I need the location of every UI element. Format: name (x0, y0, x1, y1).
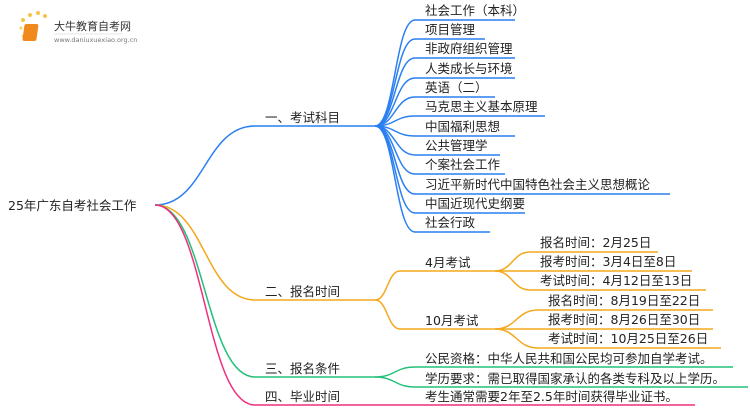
leaf-date[interactable]: 报名时间：2月25日 (540, 235, 651, 250)
leaf-graduation[interactable]: 考生通常需要2年至2.5年时间获得毕业证书。 (425, 389, 678, 404)
branch-label[interactable]: 四、毕业时间 (265, 389, 340, 404)
leaf-subject[interactable]: 项目管理 (425, 22, 476, 37)
root-topic[interactable]: 25年广东自考社会工作 (8, 198, 137, 213)
leaf-subject[interactable]: 人类成长与环境 (425, 61, 513, 76)
leaf-subject[interactable]: 个案社会工作 (425, 157, 501, 172)
branch-line (154, 204, 375, 406)
leaf-subject[interactable]: 马克思主义基本原理 (425, 99, 538, 114)
logo: 大牛教育自考网 www.daniuxuexiao.org.cn (19, 11, 137, 44)
group-label[interactable]: 10月考试 (425, 313, 479, 328)
leaf-condition[interactable]: 公民资格：中华人民共和国公民均可参加自学考试。 (425, 351, 713, 366)
branch-line (154, 125, 375, 206)
leaf-line (374, 376, 748, 388)
leaf-subject[interactable]: 社会工作（本科） (425, 3, 525, 18)
leaf-condition[interactable]: 学历要求：需已取得国家承认的各类专科及以上学历。 (425, 371, 725, 386)
leaf-subject[interactable]: 习近平新时代中国特色社会主义思想概论 (425, 177, 651, 192)
leaf-subject[interactable]: 中国福利思想 (425, 119, 500, 134)
branch-line (154, 204, 375, 378)
leaf-subject[interactable]: 非政府组织管理 (425, 41, 513, 56)
branch-label[interactable]: 三、报名条件 (265, 361, 340, 376)
branch-label[interactable]: 一、考试科目 (265, 110, 340, 125)
leaf-line (494, 328, 721, 349)
leaf-date[interactable]: 考试时间：4月12日至13日 (540, 273, 692, 288)
leaf-date[interactable]: 考试时间：10月25日至26日 (548, 331, 708, 346)
leaf-date[interactable]: 报考时间：3月4日至8日 (540, 254, 676, 269)
book-icon (22, 24, 39, 41)
logo-url: www.daniuxuexiao.org.cn (54, 36, 137, 44)
group-line (374, 270, 495, 301)
leaf-subject[interactable]: 中国近现代史纲要 (425, 196, 525, 211)
leaf-subject[interactable]: 英语（二） (425, 80, 488, 95)
group-label[interactable]: 4月考试 (425, 255, 471, 270)
leaf-subject[interactable]: 社会行政 (425, 215, 476, 230)
group-line (374, 299, 495, 330)
leaf-line (374, 77, 515, 127)
branch-label[interactable]: 二、报名时间 (265, 284, 340, 299)
logo-title: 大牛教育自考网 (54, 19, 131, 33)
branch-line (154, 204, 375, 301)
leaf-line (494, 270, 706, 291)
leaf-line (374, 125, 490, 233)
leaf-line (374, 57, 515, 127)
leaf-date[interactable]: 报名时间：8月19日至22日 (548, 293, 700, 308)
leaf-subject[interactable]: 公共管理学 (425, 138, 488, 153)
leaf-line (374, 38, 485, 127)
leaf-date[interactable]: 报考时间：8月26日至30日 (548, 312, 700, 327)
